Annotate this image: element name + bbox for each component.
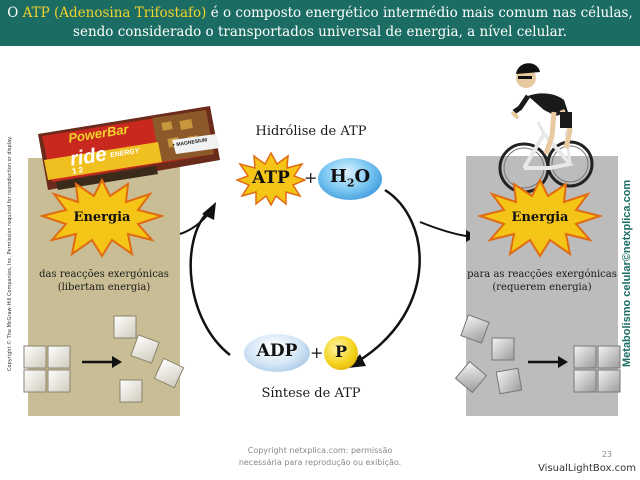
bar-nums: 1 2 [71, 165, 83, 176]
header-banner: O ATP (Adenosina Trifostafo) é o compost… [0, 0, 640, 46]
footer-copyright: Copyright netxplica.com: permissão neces… [200, 445, 440, 469]
atp-label: ATP [236, 168, 306, 188]
page-number: 23 [588, 450, 612, 459]
header-line-1: O ATP (Adenosina Trifostafo) é o compost… [0, 5, 640, 21]
h2o-label: H2O [318, 166, 382, 190]
sugar-cubes-left [22, 310, 192, 410]
plus-sign-bottom: + [310, 343, 323, 362]
copyright-vertical: Copyright © The McGraw-Hill Companies, I… [4, 102, 14, 374]
hydrolysis-title: Hidrólise de ATP [246, 124, 376, 139]
right-energy-label: Energia [478, 210, 602, 225]
adp-label: ADP [244, 341, 310, 361]
right-caption: para as reacções exergónicas (requerem e… [462, 268, 622, 294]
left-energy-label: Energia [40, 210, 164, 225]
sugar-cubes-right [452, 310, 628, 410]
left-caption: das reacções exergónicas (libertam energ… [24, 268, 184, 294]
arrow-icon [528, 356, 568, 368]
watermark-link[interactable]: VisualLightBox.com [520, 463, 636, 474]
arrow-icon [82, 356, 122, 368]
side-vertical-text: Metabolismo celular©netxplica.com [618, 160, 638, 370]
synthesis-title: Síntese de ATP [246, 386, 376, 401]
header-line-2: sendo considerado o transportados univer… [0, 24, 640, 40]
sugar-cube-icon [24, 346, 70, 392]
atp-highlight: ATP (Adenosina Trifostafo) [23, 5, 207, 21]
plus-sign-top: + [304, 168, 317, 187]
phosphate-label: P [324, 342, 358, 361]
